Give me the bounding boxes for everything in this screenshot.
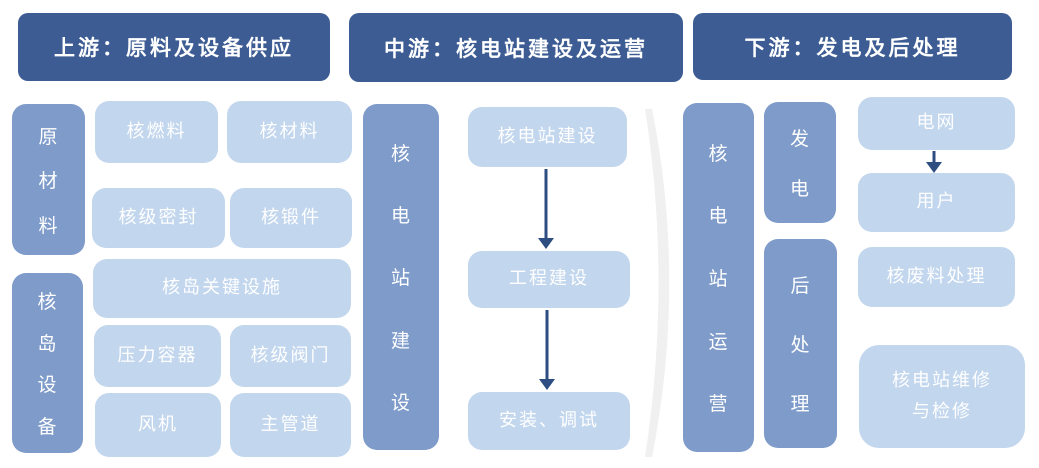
vbar-plant-construction: 核电站建设 — [363, 104, 439, 450]
box-main-pipeline: 主管道 — [230, 393, 351, 457]
vbar-post-processing: 后处理 — [764, 239, 837, 448]
arrow-down-icon — [538, 310, 556, 390]
vbar-plant-operation: 核电站运营 — [683, 103, 754, 452]
box-nuclear-grade-seal: 核级密封 — [92, 188, 225, 248]
vbar-raw-materials: 原材料 — [12, 104, 85, 255]
header-downstream: 下游：发电及后处理 — [693, 13, 1012, 80]
box-nuclear-material: 核材料 — [227, 101, 352, 163]
arrow-down-icon — [537, 169, 555, 249]
box-nuclear-fuel: 核燃料 — [95, 101, 218, 163]
box-users: 用户 — [858, 173, 1015, 232]
box-nuclear-waste-treatment: 核废料处理 — [858, 247, 1015, 307]
vbar-nuclear-island-equipment: 核岛设备 — [12, 273, 83, 453]
flow-box-engineering-construction: 工程建设 — [468, 251, 630, 308]
vbar-power-generation: 发电 — [764, 102, 836, 223]
box-nuclear-forging: 核锻件 — [230, 188, 352, 248]
header-midstream: 中游：核电站建设及运营 — [349, 13, 683, 82]
box-nuclear-grade-valve: 核级阀门 — [230, 325, 351, 387]
flow-box-plant-construction: 核电站建设 — [468, 107, 627, 167]
arrow-down-icon — [925, 151, 943, 173]
box-nuclear-island-key-facilities: 核岛关键设施 — [93, 259, 351, 318]
box-plant-maintenance-repair: 核电站维修 与检修 — [859, 345, 1025, 448]
box-fan: 风机 — [95, 393, 221, 457]
header-upstream: 上游：原料及设备供应 — [18, 13, 330, 81]
chevron-right-icon — [645, 109, 670, 457]
box-pressure-vessel: 压力容器 — [94, 325, 221, 387]
flow-box-installation-commissioning: 安装、调试 — [468, 392, 630, 450]
box-power-grid: 电网 — [858, 97, 1015, 150]
